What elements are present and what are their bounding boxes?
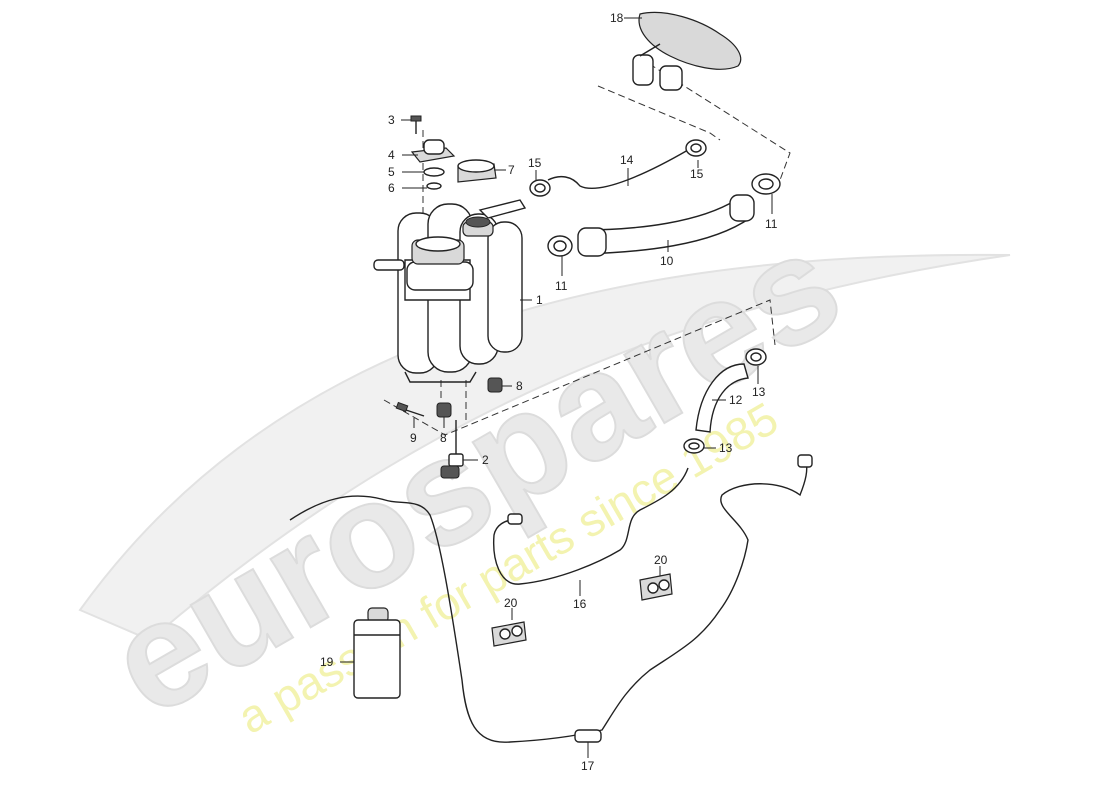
part-11-clamp-right [751, 173, 781, 195]
callouts: 1 2 3 4 5 6 7 8 8 9 10 11 11 12 13 13 14… [320, 11, 778, 773]
part-2-sensor [440, 420, 464, 479]
callout-19: 19 [320, 655, 334, 669]
part-11-clamp-left [547, 235, 573, 257]
part-8-mount-right [487, 377, 503, 393]
part-7-cap [457, 159, 497, 183]
callout-4: 4 [388, 148, 395, 162]
callout-13-bottom: 13 [719, 441, 733, 455]
callout-10: 10 [660, 254, 674, 268]
callout-17: 17 [581, 759, 595, 773]
part-13-clamp-bottom [683, 438, 705, 454]
callout-12: 12 [729, 393, 743, 407]
part-18-valve [632, 11, 742, 91]
part-13-clamp-top [745, 348, 767, 366]
callout-14: 14 [620, 153, 634, 167]
part-1-expansion-tank [373, 199, 527, 383]
part-14-bleed-hose [547, 149, 689, 190]
assembly-guides [383, 57, 791, 436]
callout-9: 9 [410, 431, 417, 445]
part-5-seal [423, 167, 445, 177]
callout-18: 18 [610, 11, 624, 25]
callout-6: 6 [388, 181, 395, 195]
callout-5: 5 [388, 165, 395, 179]
callout-8-right: 8 [516, 379, 523, 393]
part-20-clip-left [491, 621, 527, 647]
callout-3: 3 [388, 113, 395, 127]
part-20-clip-right [639, 573, 673, 601]
callout-15-right: 15 [690, 167, 704, 181]
callout-8-left: 8 [440, 431, 447, 445]
watermark: eurospares a passion for parts since 198… [78, 197, 1011, 749]
part-17-sleeve [574, 729, 602, 743]
callout-7: 7 [508, 163, 515, 177]
part-3-screw [410, 115, 422, 134]
part-9-bolt [395, 401, 425, 417]
callout-20-left: 20 [504, 596, 518, 610]
part-15-clamp-left [529, 179, 551, 197]
part-16-hose-end [507, 513, 523, 525]
callout-2: 2 [482, 453, 489, 467]
callout-13-top: 13 [752, 385, 766, 399]
callout-11-right: 11 [765, 217, 778, 231]
part-16-lower-hose [493, 467, 689, 585]
part-4-sender [410, 139, 456, 163]
part-6-oring [426, 182, 442, 190]
part-8-mount-left [436, 402, 452, 418]
callout-16: 16 [573, 597, 587, 611]
callout-11-left: 11 [555, 279, 568, 293]
part-17-long-line [289, 461, 808, 743]
callout-15-left: 15 [528, 156, 542, 170]
part-15-clamp-right [685, 139, 707, 157]
part-10-hose [577, 194, 755, 257]
part-12-elbow-hose [695, 363, 749, 433]
watermark-swoosh [78, 253, 1011, 642]
part-17-end-fitting [797, 454, 813, 468]
part-19-coolant-bottle [353, 607, 401, 699]
callout-1: 1 [536, 293, 543, 307]
leader-lines [340, 17, 773, 758]
callout-20-right: 20 [654, 553, 668, 567]
